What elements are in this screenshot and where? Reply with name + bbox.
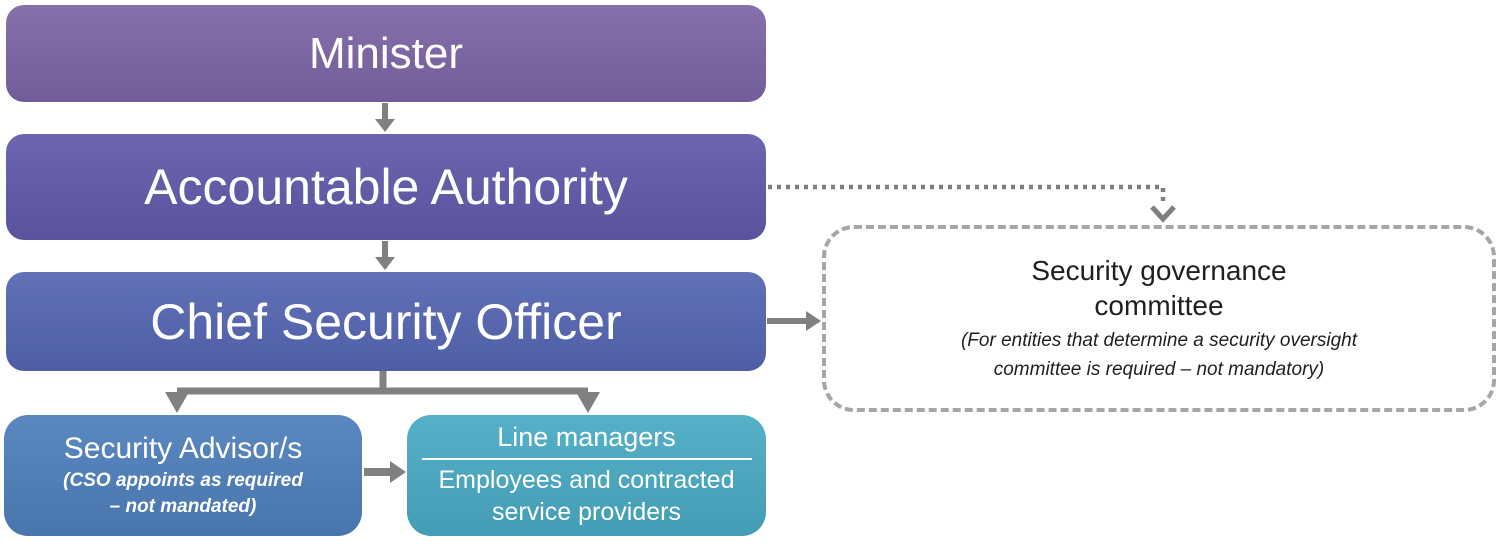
- node-chief-security-officer: Chief Security Officer: [6, 272, 766, 371]
- arrow-head-down-icon: [576, 392, 600, 413]
- node-accountable-authority: Accountable Authority: [6, 134, 766, 240]
- arrow-head-right-icon: [390, 461, 406, 483]
- node-minister: Minister: [6, 5, 766, 102]
- arrow-head-down-icon: [165, 392, 189, 413]
- arrow-head-down-icon: [375, 257, 395, 270]
- node-security-governance-committee: Security governance committee (For entit…: [822, 225, 1496, 412]
- edge-accountable-authority-to-committee-dotted: [768, 184, 1176, 223]
- node-security-advisors-note: (CSO appoints as required – not mandated…: [63, 469, 303, 517]
- node-minister-label: Minister: [308, 28, 464, 78]
- node-security-governance-committee-label: Security governance committee: [1031, 255, 1287, 321]
- edge-accountable-authority-to-chief-security-officer: [375, 241, 395, 270]
- edge-chief-security-officer-to-committee: [767, 311, 821, 331]
- node-line-managers-body: Employees and contracted service provide…: [438, 465, 735, 527]
- node-security-advisors-label: Security Advisor/s: [63, 431, 303, 465]
- node-line-managers: Line managers Employees and contracted s…: [407, 415, 766, 536]
- node-security-governance-committee-note: (For entities that determine a security …: [960, 330, 1357, 380]
- arrow-head-down-icon: [375, 119, 395, 132]
- edge-security-advisors-to-line-managers: [364, 461, 406, 483]
- arrow-head-right-icon: [806, 311, 821, 331]
- dotted-elbow-line: [768, 184, 1166, 206]
- node-accountable-authority-label: Accountable Authority: [144, 159, 628, 215]
- arrow-head-chevron-down-icon: [1150, 205, 1176, 223]
- edge-minister-to-accountable-authority: [375, 103, 395, 132]
- edge-chief-security-officer-branch: [165, 371, 600, 413]
- node-chief-security-officer-label: Chief Security Officer: [150, 293, 622, 350]
- node-security-advisors: Security Advisor/s (CSO appoints as requ…: [4, 415, 362, 536]
- node-line-managers-label: Line managers: [497, 422, 676, 453]
- line-managers-divider: [421, 457, 752, 460]
